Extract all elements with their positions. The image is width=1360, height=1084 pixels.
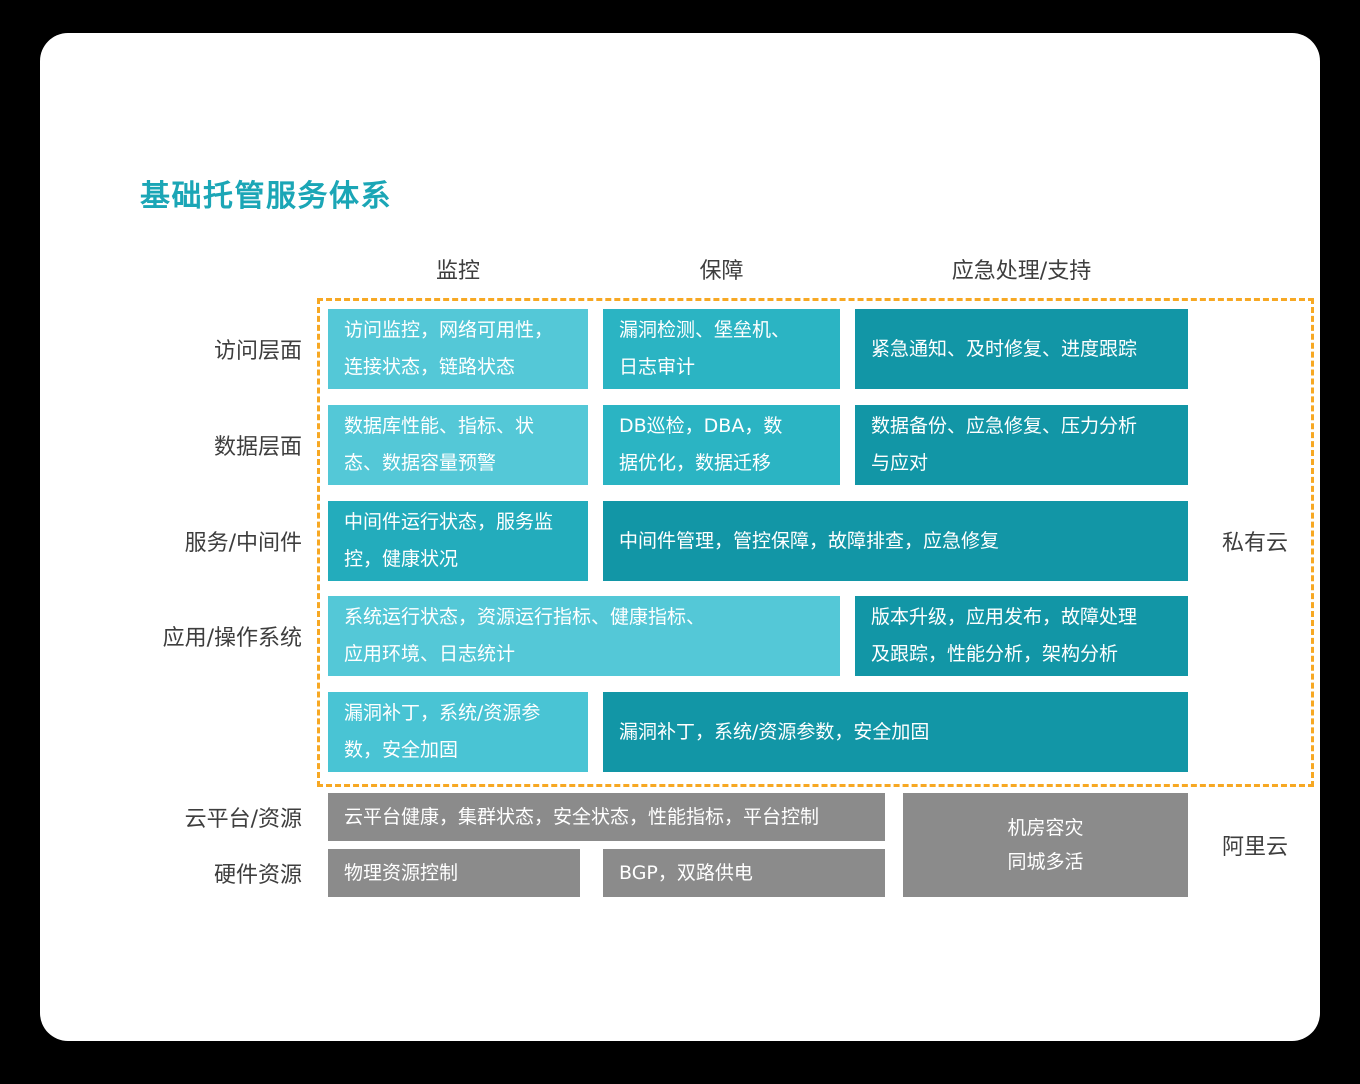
column-header-assurance: 保障 — [699, 259, 744, 284]
cell-line: 漏洞检测、堡垒机、 — [619, 319, 791, 341]
cell-line: 控，健康状况 — [344, 548, 459, 570]
cell-middleware-monitoring: 中间件运行状态，服务监 控，健康状况 — [328, 501, 588, 581]
cell-app-monitoring-assurance: 系统运行状态，资源运行指标、健康指标、 应用环境、日志统计 — [328, 596, 840, 676]
cell-line: 系统运行状态，资源运行指标、健康指标、 — [344, 606, 706, 628]
row-label-access-layer: 访问层面 — [213, 339, 302, 364]
cell-data-monitoring: 数据库性能、指标、状 态、数据容量预警 — [328, 405, 588, 485]
cell-line: 云平台健康，集群状态，安全状态，性能指标，平台控制 — [344, 805, 820, 828]
cell-line: BGP，双路供电 — [619, 861, 753, 884]
cell-line: 漏洞补丁，系统/资源参数，安全加固 — [619, 720, 930, 743]
cell-access-emergency: 紧急通知、及时修复、进度跟踪 — [855, 309, 1188, 389]
column-header-emergency-support: 应急处理/支持 — [951, 259, 1092, 284]
cell-line: 紧急通知、及时修复、进度跟踪 — [871, 337, 1138, 360]
cell-line: 数，安全加固 — [344, 739, 459, 761]
cell-line: 中间件运行状态，服务监 — [344, 511, 554, 533]
cell-line: 连接状态，链路状态 — [344, 356, 516, 378]
cell-line: 同城多活 — [1007, 851, 1084, 873]
cell-line: 中间件管理，管控保障，故障排查，应急修复 — [619, 529, 1000, 552]
row-label-app-os: 应用/操作系统 — [162, 626, 302, 651]
cell-data-emergency: 数据备份、应急修复、压力分析 与应对 — [855, 405, 1188, 485]
cell-cloud-platform: 云平台健康，集群状态，安全状态，性能指标，平台控制 — [328, 793, 885, 841]
cell-line: 数据库性能、指标、状 — [344, 415, 535, 437]
cell-patch-assurance-emergency: 漏洞补丁，系统/资源参数，安全加固 — [603, 692, 1188, 772]
column-header-monitoring: 监控 — [435, 259, 480, 284]
cell-line: 态、数据容量预警 — [344, 452, 497, 474]
ali-cloud-label: 阿里云 — [1221, 835, 1288, 860]
row-label-data-layer: 数据层面 — [213, 435, 302, 460]
cell-datacenter-dr: 机房容灾 同城多活 — [903, 793, 1188, 897]
diagram-card: 基础托管服务体系 监控 保障 应急处理/支持 访问层面 数据层面 服务/中间件 … — [40, 33, 1320, 1041]
cell-line: DB巡检，DBA，数 — [619, 415, 783, 437]
cell-line: 数据备份、应急修复、压力分析 — [871, 415, 1138, 437]
private-cloud-boundary — [317, 298, 1314, 787]
cell-patch-monitoring: 漏洞补丁，系统/资源参 数，安全加固 — [328, 692, 588, 772]
cell-line: 据优化，数据迁移 — [619, 452, 772, 474]
cell-line: 版本升级，应用发布，故障处理 — [871, 606, 1138, 628]
cell-line: 及跟踪，性能分析，架构分析 — [871, 643, 1119, 665]
cell-line: 应用环境、日志统计 — [344, 643, 516, 665]
private-cloud-label: 私有云 — [1221, 531, 1288, 556]
cell-access-monitoring: 访问监控，网络可用性， 连接状态，链路状态 — [328, 309, 588, 389]
cell-bgp-power: BGP，双路供电 — [603, 849, 885, 897]
page-title: 基础托管服务体系 — [140, 179, 392, 214]
row-label-cloud-platform-resource: 云平台/资源 — [184, 807, 302, 832]
cell-line: 物理资源控制 — [344, 861, 459, 884]
cell-line: 日志审计 — [619, 356, 696, 378]
cell-physical-resource: 物理资源控制 — [328, 849, 580, 897]
row-label-hardware-resource: 硬件资源 — [213, 863, 302, 888]
cell-data-assurance: DB巡检，DBA，数 据优化，数据迁移 — [603, 405, 840, 485]
cell-middleware-assurance-emergency: 中间件管理，管控保障，故障排查，应急修复 — [603, 501, 1188, 581]
cell-line: 访问监控，网络可用性， — [344, 319, 554, 341]
cell-app-emergency: 版本升级，应用发布，故障处理 及跟踪，性能分析，架构分析 — [855, 596, 1188, 676]
cell-line: 漏洞补丁，系统/资源参 — [344, 702, 541, 724]
cell-line: 与应对 — [871, 452, 929, 474]
row-label-service-middleware: 服务/中间件 — [184, 531, 302, 556]
cell-line: 机房容灾 — [1007, 817, 1084, 839]
cell-access-assurance: 漏洞检测、堡垒机、 日志审计 — [603, 309, 840, 389]
